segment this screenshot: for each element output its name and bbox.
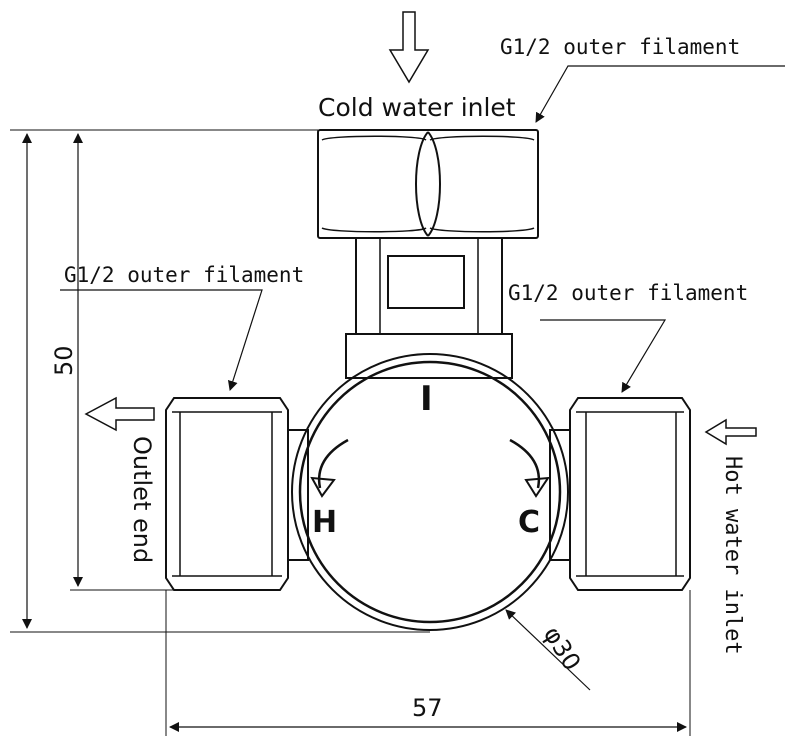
- right-thread-leader: [540, 319, 667, 393]
- outlet-flow-arrow: [84, 396, 155, 432]
- hot-direction-arrow: [317, 438, 349, 489]
- hot-inlet-flow-arrow: [704, 418, 757, 446]
- width-dimension: [165, 590, 691, 736]
- width-dimension-value: 57: [412, 694, 443, 722]
- dial-mark-label: I: [420, 379, 433, 419]
- diameter-dimension-value: φ30: [538, 621, 586, 675]
- right-hot-inlet-fitting: [549, 397, 691, 591]
- left-outlet-fitting: [165, 397, 309, 591]
- dial-cold-label: C: [518, 505, 540, 540]
- cold-inlet-flow-arrow: [388, 11, 430, 84]
- thread-top-label: G1/2 outer filament: [500, 35, 740, 59]
- hot-water-inlet-label: Hot water inlet: [720, 456, 745, 655]
- outlet-end-label: Outlet end: [128, 436, 156, 563]
- left-thread-leader: [60, 289, 263, 391]
- height-dimension-value: 50: [50, 345, 78, 376]
- valve-neck: [345, 237, 513, 379]
- valve-body-dial: [291, 353, 569, 631]
- thread-right-label: G1/2 outer filament: [508, 281, 748, 305]
- diameter-leader: [505, 609, 591, 691]
- top-hex-nut: [317, 129, 539, 239]
- dial-hot-label: H: [312, 505, 337, 540]
- cold-direction-arrow: [509, 438, 541, 489]
- cold-water-inlet-label: Cold water inlet: [318, 93, 516, 122]
- thread-left-label: G1/2 outer filament: [64, 263, 304, 287]
- height-dimension: [10, 129, 430, 633]
- top-thread-leader: [535, 65, 785, 123]
